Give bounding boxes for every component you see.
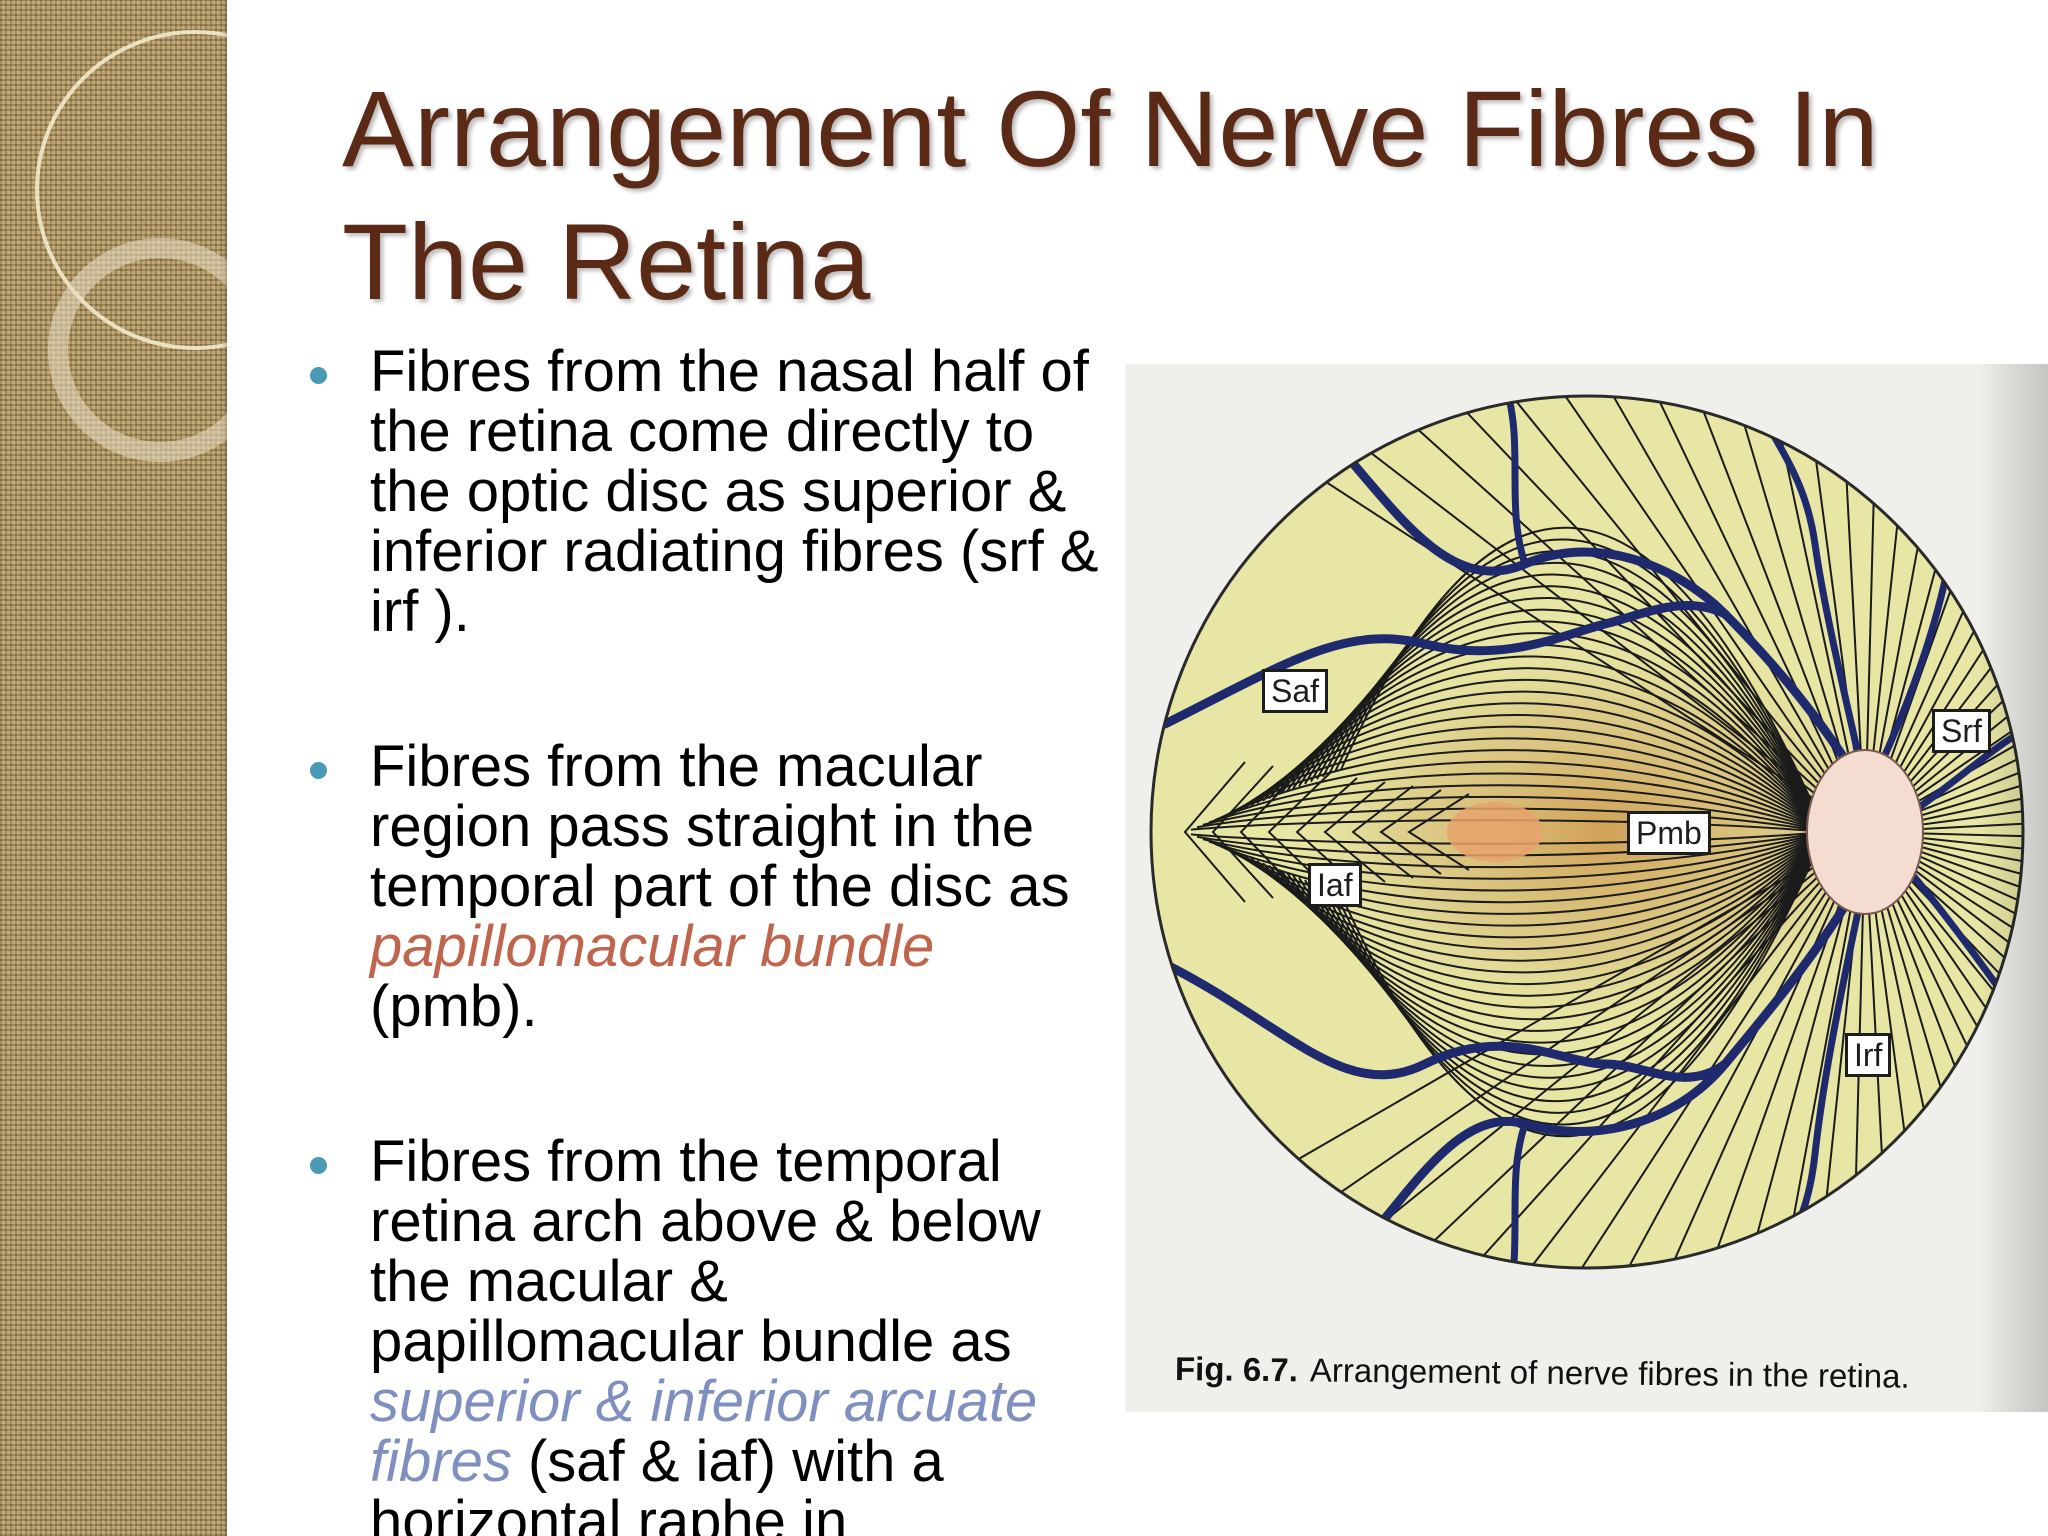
label-saf: Saf bbox=[1262, 669, 1329, 713]
radiating-fibre bbox=[1864, 831, 2023, 907]
radiating-fibre bbox=[1864, 831, 2023, 1268]
blood-vessel bbox=[1160, 600, 1730, 729]
arcuate-fibre bbox=[1250, 702, 1826, 962]
bullet-text: Fibres from the nasal half of the retina… bbox=[370, 342, 1099, 644]
figure-caption-number: Fig. 6.7. bbox=[1174, 1350, 1299, 1389]
label-irf: Irf bbox=[1845, 1033, 1892, 1077]
arcuate-fibre bbox=[1226, 749, 1826, 915]
radiating-fibre bbox=[1864, 831, 2023, 1259]
retina-illustration bbox=[1149, 394, 2025, 1270]
radiating-fibre bbox=[1864, 831, 2023, 1268]
label-pmb: Pmb bbox=[1627, 811, 1711, 855]
bullet-text: (saf & iaf) with a horizontal raphe in bbox=[370, 1429, 944, 1536]
radiating-fibre bbox=[1258, 831, 1866, 1183]
radiating-fibre bbox=[1718, 396, 1866, 833]
radiating-fibre bbox=[1864, 831, 2023, 1067]
bullet-item-macular-fibres: Fibres from the macular region pass stra… bbox=[300, 737, 1110, 1037]
radiating-fibre bbox=[1736, 831, 1866, 1268]
raphe-chevron bbox=[1183, 761, 1246, 903]
figure-edge-shadow bbox=[1978, 364, 2048, 1412]
radiating-fibre bbox=[1864, 396, 2023, 833]
highlight-papillomacular-bundle: papillomacular bundle bbox=[370, 914, 935, 979]
radiating-fibre bbox=[1438, 831, 1866, 1268]
bullet-dot-icon bbox=[310, 1157, 327, 1174]
bullet-dot-icon bbox=[310, 762, 327, 779]
figure-caption: Fig. 6.7. Arrangement of nerve fibres in … bbox=[1175, 1350, 1910, 1396]
raphe-chevron bbox=[1323, 781, 1386, 883]
radiating-fibre bbox=[1864, 831, 2023, 1215]
bullet-text: (pmb). bbox=[370, 974, 538, 1039]
blood-vessel bbox=[1501, 1120, 1529, 1268]
arcuate-fibre bbox=[1208, 784, 1826, 880]
radiating-fibre bbox=[1467, 396, 1866, 833]
radiating-fibre bbox=[1579, 831, 1866, 1268]
radiating-fibre bbox=[1864, 831, 2023, 1268]
arcuate-fibre bbox=[1340, 526, 1826, 1138]
blood-vessel bbox=[1340, 449, 1872, 799]
radiating-fibre bbox=[1864, 794, 2023, 833]
blood-vessel bbox=[1340, 864, 1872, 1268]
arcuate-fibre bbox=[1214, 772, 1826, 892]
radiating-fibre bbox=[1514, 396, 1866, 833]
radiating-fibre bbox=[1864, 632, 2023, 833]
radiating-fibre bbox=[1864, 739, 2023, 833]
radiating-fibre bbox=[1864, 685, 2023, 833]
radiating-fibre bbox=[1864, 580, 2023, 833]
decorative-rings bbox=[35, 30, 227, 462]
bullet-list: Fibres from the nasal half of the retina… bbox=[300, 342, 1110, 1536]
radiating-fibre bbox=[1864, 434, 2023, 833]
radiating-fibre bbox=[1530, 831, 1866, 1268]
raphe-chevron bbox=[1239, 769, 1302, 895]
radiating-fibre bbox=[1864, 831, 2023, 1268]
bullet-text: Fibres from the temporal retina arch abo… bbox=[370, 1129, 1041, 1374]
radiating-fibre bbox=[1682, 831, 1866, 1268]
label-iaf: Iaf bbox=[1308, 863, 1362, 907]
blood-vessel bbox=[1160, 959, 1730, 1082]
bullet-dot-icon bbox=[310, 367, 327, 384]
arcuate-fibre bbox=[1202, 795, 1826, 869]
blood-vessel bbox=[1501, 396, 1529, 568]
bullet-item-temporal-fibres: Fibres from the temporal retina arch abo… bbox=[300, 1132, 1110, 1536]
bullet-item-nasal-fibres: Fibres from the nasal half of the retina… bbox=[300, 342, 1110, 642]
retina-figure: Saf Srf Pmb Iaf Irf Fig. 6.7. Arrangement… bbox=[1125, 364, 2048, 1412]
radiating-fibre bbox=[1665, 396, 1866, 833]
decorative-side-panel bbox=[0, 0, 227, 1536]
highlight-arcuate-fibres: superior & inferior arcuate fibres bbox=[370, 1369, 1038, 1494]
label-srf: Srf bbox=[1932, 709, 1991, 753]
figure-caption-text: Arrangement of nerve fibres in the retin… bbox=[1309, 1351, 1910, 1395]
radiating-fibre bbox=[1864, 529, 2023, 833]
raphe-chevron bbox=[1211, 765, 1274, 899]
radiating-fibre bbox=[1864, 831, 2023, 852]
raphe-chevron bbox=[1379, 789, 1442, 875]
slide-title: Arrangement Of Nerve Fibres In The Retin… bbox=[342, 68, 1879, 322]
radiating-fibre bbox=[1864, 831, 2023, 1167]
radiating-fibre bbox=[1277, 449, 1866, 833]
radiating-fibre bbox=[1864, 396, 2023, 833]
radiating-fibre bbox=[1562, 396, 1866, 833]
radiating-fibre bbox=[1864, 831, 2023, 1015]
radiating-fibre bbox=[1864, 396, 2023, 833]
radiating-fibre bbox=[1864, 831, 2023, 961]
raphe-chevron bbox=[1407, 793, 1470, 871]
radiating-fibre bbox=[1482, 831, 1866, 1268]
raphe-chevron bbox=[1351, 785, 1414, 879]
bullet-text: Fibres from the macular region pass stra… bbox=[370, 734, 1070, 919]
radiating-fibre bbox=[1864, 831, 2023, 1118]
